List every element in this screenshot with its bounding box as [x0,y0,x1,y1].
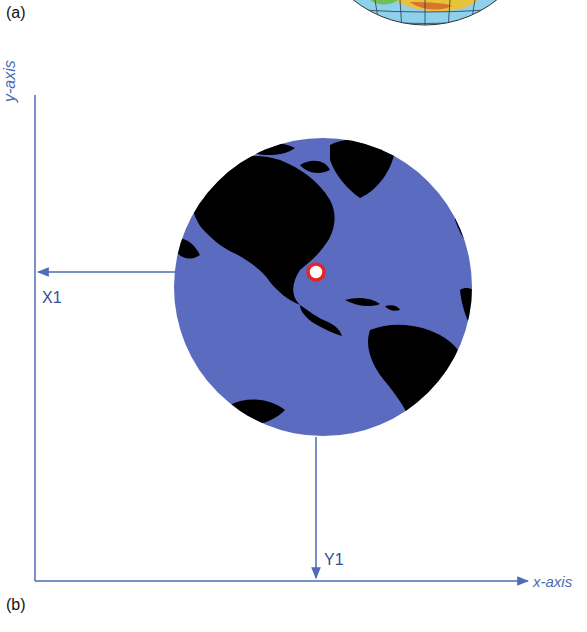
panel-letter: (b) [6,597,26,613]
globe [174,138,480,445]
y-axis-line [34,95,36,581]
globe-top [300,0,550,30]
projection-line-y [315,437,317,578]
coordinate-label: X1 [42,290,62,306]
panel-letter: (a) [6,5,26,21]
projection-line-x [38,271,175,273]
x-axis-line [35,580,528,582]
coordinate-label: Y1 [324,552,344,568]
location-marker [308,264,324,280]
axis-label: x-axis [533,574,572,589]
axis-label: y-axis [2,60,18,102]
